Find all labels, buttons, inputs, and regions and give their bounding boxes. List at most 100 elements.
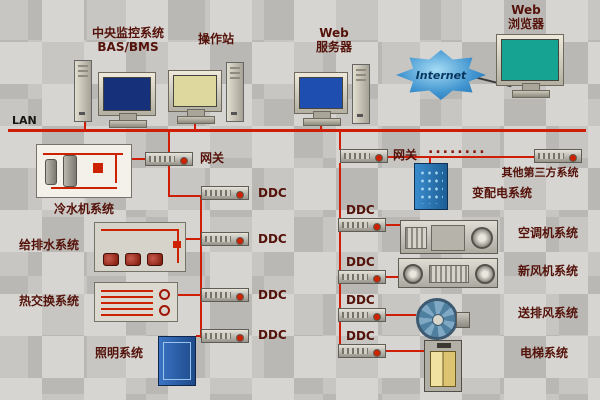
ddc-label-heat-text: DDC — [258, 288, 287, 302]
ddc-module-ahu — [338, 218, 386, 232]
ddc-module-fan — [338, 308, 386, 322]
chiller-valve-icon — [93, 163, 103, 173]
ddc-module-freshair — [338, 270, 386, 284]
heat-gauge-icon — [159, 289, 170, 300]
ddc-label-ahu-text: DDC — [346, 203, 375, 217]
water-supply-label-text: 给排水系统 — [18, 238, 79, 252]
ddc-label-water: DDC — [258, 232, 294, 246]
ddc-label-freshair: DDC — [346, 255, 380, 269]
elevator-equipment — [424, 340, 462, 392]
chiller-system-label: 冷水机系统 — [34, 202, 134, 216]
right-ddc-bus-line — [339, 163, 341, 352]
ddc-label-heat: DDC — [258, 288, 294, 302]
chiller-pipe — [51, 187, 117, 189]
chiller-vessel — [45, 159, 57, 185]
lighting-system-label: 照明系统 — [84, 346, 154, 360]
ddc-label-lighting: DDC — [258, 328, 294, 342]
ddc-label-water-text: DDC — [258, 232, 287, 246]
operator-monitor-screen — [173, 75, 217, 107]
heat-exchange-equipment — [94, 282, 178, 322]
continuation-dots: ........ — [428, 141, 528, 158]
ddc-module-lighting — [201, 329, 249, 343]
fresh-air-label-text: 新风机系统 — [517, 264, 578, 278]
elevator-label: 电梯系统 — [504, 346, 584, 360]
central-computer-tower — [74, 60, 92, 122]
web-server-label: Web 服务器 — [298, 26, 370, 55]
central-system-label: 中央监控系统 BAS/BMS — [70, 26, 186, 55]
water-valve-icon — [173, 241, 181, 248]
chiller-vessel — [63, 155, 77, 187]
left-gateway-module — [145, 152, 193, 166]
air-conditioning-label-text: 空调机系统 — [517, 226, 578, 240]
ddc-label-lighting-text: DDC — [258, 328, 287, 342]
web-server-label-line1: Web — [319, 26, 349, 40]
power-distribution-label: 变配电系统 — [452, 186, 552, 200]
ddc-label-chiller: DDC — [258, 186, 294, 200]
left-branch-line-h — [168, 195, 202, 197]
continuation-dots-text: ........ — [428, 141, 487, 157]
internet-label: Internet — [415, 68, 467, 82]
elevator-link-line — [386, 350, 424, 352]
third-party-label-text: 其他第三方系统 — [501, 166, 579, 179]
lan-label-text: LAN — [12, 114, 37, 127]
left-ddc-bus-line — [200, 195, 202, 338]
pump-icon — [125, 253, 141, 266]
lan-label: LAN — [12, 114, 37, 127]
left-gateway-label-text: 网关 — [200, 151, 225, 165]
chiller-system-label-text: 冷水机系统 — [53, 202, 114, 216]
heat-exchange-label-text: 热交换系统 — [18, 294, 79, 308]
web-browser-monitor — [496, 34, 564, 98]
operator-drop-line — [194, 124, 196, 130]
web-browser-screen — [501, 39, 559, 81]
right-gateway-drop-line — [339, 132, 341, 150]
freshair-fan-icon — [403, 264, 423, 284]
water-supply-label: 给排水系统 — [6, 238, 92, 252]
lighting-link-line — [196, 335, 201, 337]
left-gateway-drop-line — [168, 132, 170, 152]
operator-station-label-text: 操作站 — [197, 32, 234, 46]
web-server-drop-line — [320, 124, 322, 130]
power-link-line — [429, 156, 431, 164]
ddc-module-chiller — [201, 186, 249, 200]
ddc-label-chiller-text: DDC — [258, 186, 287, 200]
web-browser-label-line2: 浏览器 — [507, 17, 544, 32]
ddc-label-elevator-text: DDC — [346, 329, 375, 343]
heat-gauge-icon — [159, 305, 170, 316]
ddc-module-heat — [201, 288, 249, 302]
ddc-label-freshair-text: DDC — [346, 255, 375, 269]
web-browser-label: Web 浏览器 — [494, 3, 558, 32]
third-party-module — [534, 149, 582, 163]
central-computer-monitor — [98, 72, 156, 128]
power-distribution-label-text: 变配电系统 — [471, 186, 532, 200]
operator-monitor — [168, 70, 222, 124]
operator-tower — [226, 62, 244, 122]
exhaust-fan-label-text: 送排风系统 — [517, 306, 578, 320]
exhaust-fan-label: 送排风系统 — [502, 306, 594, 320]
web-browser-label-line1: Web — [511, 3, 541, 17]
chiller-pipe — [43, 153, 123, 155]
lan-bus-line — [8, 129, 586, 132]
freshair-fan-icon — [475, 264, 495, 284]
heat-coil-icon — [101, 290, 153, 316]
third-party-link-line — [388, 156, 534, 158]
web-server-label-line2: 服务器 — [315, 40, 352, 55]
elevator-label-text: 电梯系统 — [519, 346, 568, 360]
central-monitor-screen — [103, 77, 151, 111]
power-distribution-cabinet — [414, 163, 448, 210]
fan-link-line — [386, 314, 416, 316]
internet-cloud-icon: Internet — [396, 50, 486, 100]
web-server-tower — [352, 64, 370, 124]
ddc-label-fan-text: DDC — [346, 293, 375, 307]
ddc-label-fan: DDC — [346, 293, 380, 307]
left-branch-line-v1 — [168, 166, 170, 196]
air-conditioning-equipment — [400, 220, 498, 254]
web-server-screen — [299, 77, 343, 109]
chiller-link-line — [132, 158, 145, 160]
central-system-label-line1: 中央监控系统 — [91, 26, 164, 40]
water-supply-equipment — [94, 222, 186, 272]
freshair-link-line — [386, 276, 398, 278]
fresh-air-label: 新风机系统 — [502, 264, 594, 278]
fan-motor-icon — [456, 312, 470, 328]
left-gateway-label: 网关 — [200, 151, 224, 165]
